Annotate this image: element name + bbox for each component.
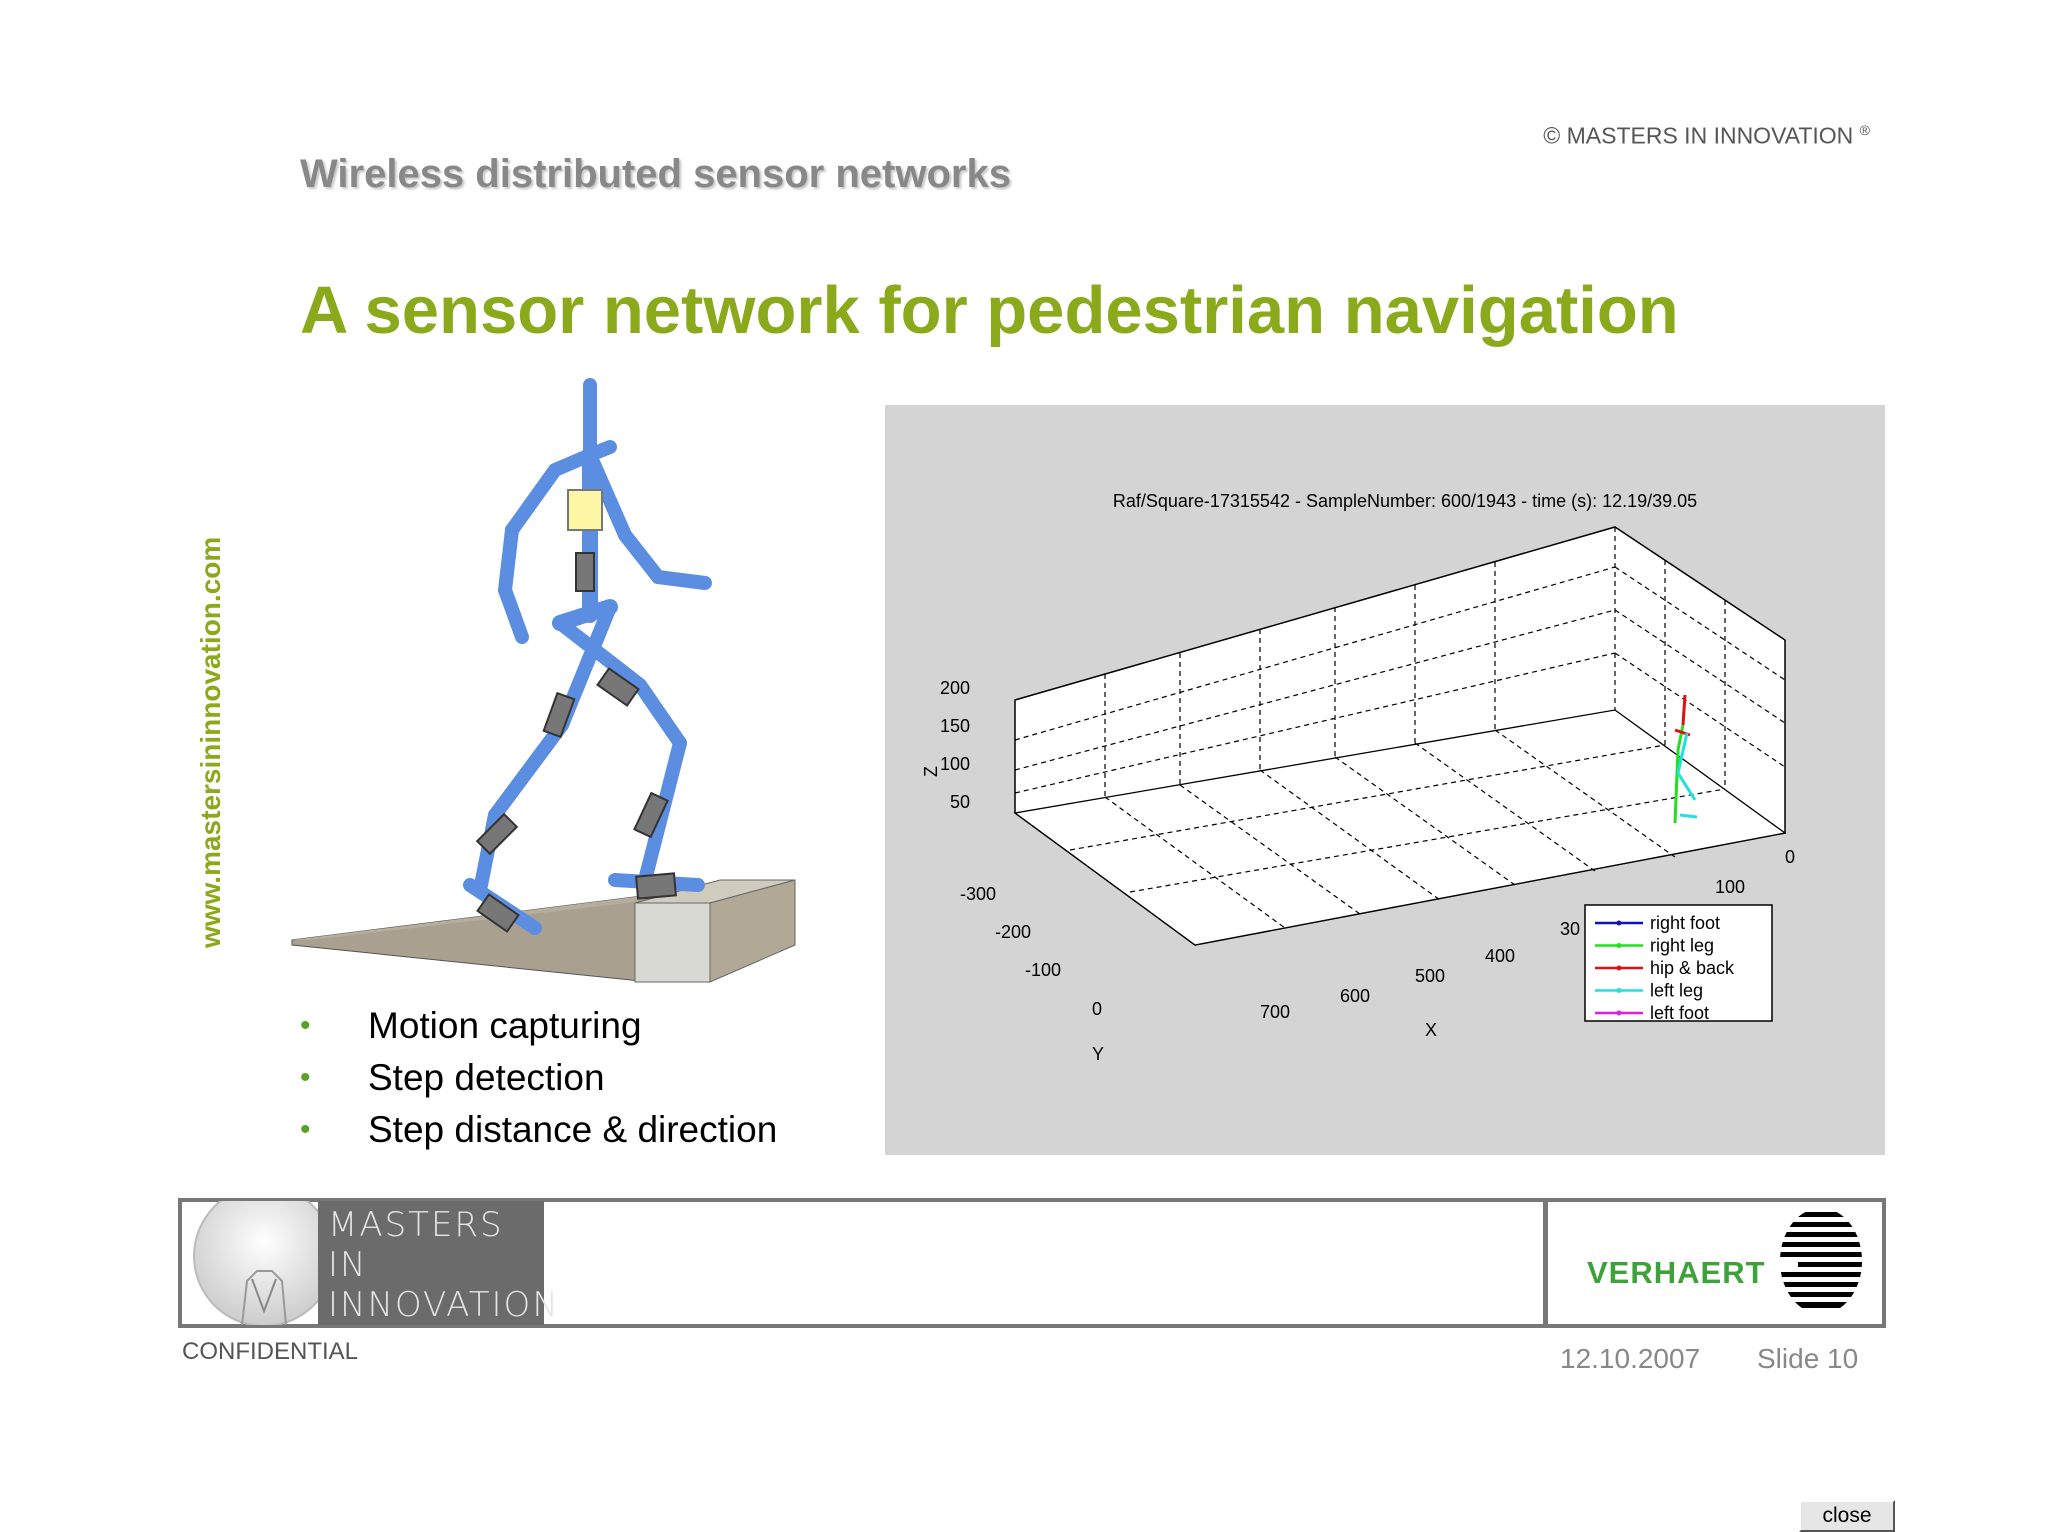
slide-title: A sensor network for pedestrian navigati… (300, 273, 1679, 348)
z-tick: 50 (950, 792, 970, 812)
right-shin-sensor (633, 791, 669, 839)
legend-label: hip & back (1650, 958, 1735, 978)
left-shin-sensor (475, 812, 519, 856)
z-tick: 150 (940, 716, 970, 736)
bullet-dot-icon: • (300, 1113, 311, 1146)
right-tick: 100 (1715, 877, 1745, 897)
footer-divider (1543, 1198, 1548, 1328)
skeleton-pose (1673, 694, 1698, 824)
logo-line-2: INNOVATION (328, 1285, 560, 1325)
z-tick: 200 (940, 678, 970, 698)
z-axis-label: Z (921, 766, 941, 777)
bullet-item: •Motion capturing (300, 1000, 860, 1052)
legend-marker (1616, 965, 1622, 971)
legend-label: left foot (1650, 1003, 1709, 1023)
slide-number: Slide 10 (1757, 1343, 1859, 1374)
right-thigh-sensor (596, 667, 640, 707)
x-tick: 400 (1485, 946, 1515, 966)
legend-marker (1616, 920, 1622, 926)
right-tick: 0 (1785, 847, 1795, 867)
x-tick: 500 (1415, 966, 1445, 986)
y-tick: -300 (960, 884, 996, 904)
y-tick: -100 (1025, 960, 1061, 980)
section-title: Wireless distributed sensor networks (300, 152, 1011, 196)
confidential-label: CONFIDENTIAL (182, 1338, 359, 1365)
3d-skeleton-plot: Raf/Square-17315542 - SampleNumber: 600/… (921, 491, 1795, 1064)
masters-in-innovation-logo: MASTERS IN INNOVATION (318, 1201, 558, 1325)
walking-skeleton-figure (291, 378, 796, 983)
right-foot-sensor (635, 872, 677, 900)
x-axis-label: X (1425, 1020, 1437, 1040)
legend-label: right foot (1650, 913, 1720, 933)
close-button[interactable]: close (1799, 1500, 1895, 1532)
verhaert-logo-text: VERHAERT (1587, 1255, 1766, 1290)
lightbulb-icon (193, 1201, 322, 1325)
left-foot-sensor (476, 893, 520, 933)
logo-line-1: MASTERS IN (328, 1205, 504, 1285)
x-tick: 700 (1260, 1002, 1290, 1022)
bullet-item: •Step distance & direction (300, 1104, 860, 1156)
legend-label: right leg (1650, 936, 1714, 956)
legend-marker (1616, 988, 1622, 993)
vertical-url: www.mastersininnovation.com (195, 536, 226, 948)
chest-sensor (567, 489, 603, 531)
x-tick: 30 (1560, 919, 1580, 939)
vertical-url-wrapper: www.mastersininnovation.com (195, 475, 235, 980)
y-axis-label: Y (1092, 1044, 1104, 1064)
bullet-dot-icon: • (300, 1061, 311, 1094)
verhaert-emblem-icon (1780, 1212, 1862, 1308)
legend-marker (1616, 1010, 1622, 1016)
y-tick: -200 (995, 922, 1031, 942)
bullet-item: •Step detection (300, 1052, 860, 1104)
plot-title: Raf/Square-17315542 - SampleNumber: 600/… (1113, 491, 1697, 511)
legend-marker (1616, 943, 1622, 948)
left-thigh-sensor (542, 691, 576, 739)
x-tick: 600 (1340, 986, 1370, 1006)
bullet-dot-icon: • (300, 1009, 311, 1042)
registered-mark: ® (1859, 122, 1870, 138)
grid-lines (1014, 527, 1786, 929)
plot-window: Raf/Square-17315542 - SampleNumber: 600/… (885, 405, 1895, 1532)
copyright-notice: © MASTERS IN INNOVATION ® (1543, 122, 1870, 149)
bullet-list: •Motion capturing •Step detection •Step … (300, 1000, 860, 1156)
legend-label: left leg (1650, 981, 1703, 1001)
back-sensor (575, 552, 595, 592)
floor-slab (291, 894, 651, 983)
floor-plane (1013, 709, 1787, 946)
y-tick: 0 (1092, 999, 1102, 1019)
slide-date: 12.10.2007 (1560, 1343, 1701, 1374)
z-tick: 100 (940, 754, 970, 774)
step-block (634, 902, 711, 983)
